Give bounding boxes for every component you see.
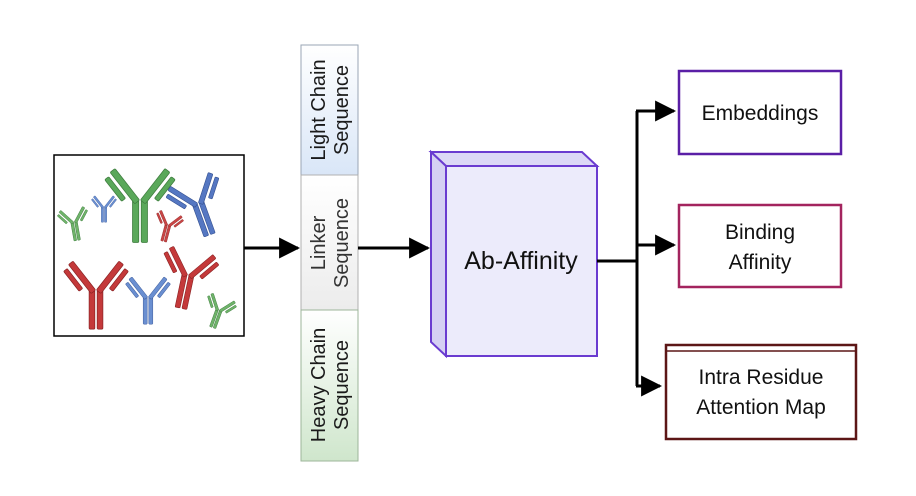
light-chain-block	[300, 44, 359, 176]
output-binding-affinity: Binding Affinity	[677, 203, 843, 289]
output-embeddings: Embeddings	[677, 69, 843, 156]
attention-map-box	[664, 343, 858, 441]
output-attention-map: Intra Residue Attention Map	[664, 343, 858, 441]
heavy-chain-label-line2: Sequence	[331, 340, 353, 430]
linker-label-line2: Sequence	[331, 198, 353, 288]
output-connectors	[597, 100, 677, 397]
attention-map-label-line2: Attention Map	[696, 396, 826, 419]
model-label: Ab-Affinity	[464, 247, 578, 275]
light-chain-label-line1: Light Chain	[308, 59, 330, 160]
binding-affinity-box	[677, 203, 843, 289]
embeddings-label: Embeddings	[702, 102, 819, 125]
model-cube-top	[428, 151, 600, 167]
light-chain-label-line2: Sequence	[331, 65, 353, 155]
attention-map-label-line1: Intra Residue	[699, 366, 824, 389]
heavy-chain-label-line1: Heavy Chain	[308, 328, 330, 443]
embeddings-box	[677, 69, 843, 156]
antibody-image-panel	[53, 154, 245, 337]
model-cube: Ab-Affinity	[428, 149, 600, 359]
linker-label-line1: Linker	[308, 215, 330, 270]
sequence-stack: Light Chain Sequence Linker Sequence Hea…	[300, 44, 359, 462]
heavy-chain-block	[300, 309, 359, 462]
binding-affinity-label-line2: Affinity	[729, 251, 792, 274]
model-cube-side	[430, 149, 447, 359]
binding-affinity-label-line1: Binding	[725, 221, 795, 244]
